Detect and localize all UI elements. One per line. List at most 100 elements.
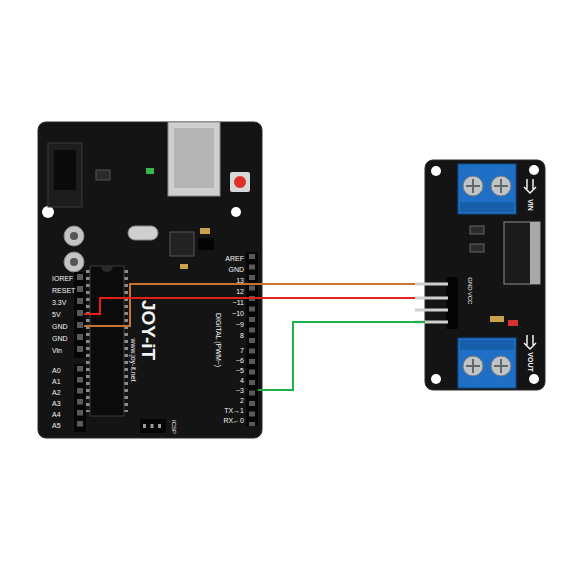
reset-button-base [230, 172, 250, 192]
pin-label: A5 [52, 422, 61, 429]
pin-label: 4 [240, 377, 244, 384]
header-title: ICSP [171, 420, 177, 434]
pin-label: ~6 [236, 357, 244, 364]
capacitor [64, 226, 84, 246]
icsp-pins [143, 424, 164, 428]
mosfet-module: VIN VOUT GND VCC [425, 160, 545, 390]
pin-label: A0 [52, 367, 61, 374]
edge-group [84, 284, 425, 390]
pin-label: 2 [240, 397, 244, 404]
screw-slot [466, 359, 508, 373]
smd-part [180, 264, 188, 269]
reset-button [234, 176, 246, 188]
chip-notch [101, 266, 113, 272]
pin-label: A4 [52, 411, 61, 418]
capacitor [64, 252, 84, 272]
direction-arrow [524, 179, 536, 193]
screw-terminal [458, 338, 516, 388]
mounting-hole [529, 374, 539, 384]
mounting-hole [431, 166, 441, 176]
mosfet-tab [530, 222, 540, 284]
pin-label: RESET [52, 287, 75, 294]
mounting-hole [42, 206, 54, 218]
dc-jack [48, 143, 82, 207]
pin-label: A2 [52, 389, 61, 396]
terminal-base [460, 340, 514, 350]
module-body [425, 160, 545, 390]
pin-label: Vin [52, 347, 62, 354]
header-title: DIGITAL (PWM~) [215, 313, 222, 367]
mosfet [504, 222, 540, 284]
pin-label: GND [52, 335, 68, 342]
usb-port-face [174, 128, 214, 188]
pin-label-box: GND [44, 320, 84, 332]
terminal-label: VIN [527, 199, 534, 211]
icsp-header [140, 419, 166, 433]
digital-header [246, 252, 258, 426]
pin-label: ~5 [236, 367, 244, 374]
smd-part [490, 316, 504, 322]
pin-label: ~11 [233, 299, 244, 306]
regulator [96, 170, 110, 180]
pin-label-box: 5V [44, 308, 84, 320]
pin-label: ~3 [236, 387, 244, 394]
usb-port [168, 122, 220, 196]
led [508, 320, 518, 326]
terminal-base [460, 202, 514, 212]
pin-label: TX→1 [224, 407, 244, 414]
smd-part [200, 228, 210, 234]
pin-label-box: ~3 [222, 384, 258, 396]
pin-label: GND [228, 266, 244, 273]
module-pin-box: GND [415, 278, 478, 290]
pin-label: RX←0 [223, 417, 244, 424]
pin-label: 5V [52, 311, 61, 318]
brand-url: www.joy-it.net [130, 338, 137, 381]
pin-label: 12 [236, 288, 244, 295]
pin-label: 13 [236, 277, 244, 284]
mounting-hole [231, 207, 241, 217]
header-pin [415, 309, 448, 312]
pin-label: 3.3V [52, 299, 66, 306]
pin-label: 8 [240, 332, 244, 339]
jumper-wire [258, 322, 425, 390]
microcontroller [90, 266, 124, 416]
pin-label: GND [467, 277, 473, 290]
header-pin [415, 297, 448, 300]
pin-label: VCC [467, 292, 473, 305]
mounting-hole [431, 374, 441, 384]
pin-label: GND [52, 323, 68, 330]
chip-pins [124, 270, 128, 412]
pin-label: A3 [52, 400, 61, 407]
module-pin-box: VCC [415, 292, 478, 304]
dc-jack-socket [54, 150, 76, 190]
crystal [128, 226, 158, 240]
terminal-label: VOUT [527, 352, 534, 371]
pin-label: ~10 [232, 310, 244, 317]
analog-header [74, 364, 86, 432]
header-holes [77, 366, 83, 430]
capacitor-top [70, 232, 78, 240]
led [146, 168, 154, 174]
board-body [38, 122, 262, 438]
pin-label: AREF [225, 255, 244, 262]
pin-label: A1 [52, 378, 61, 385]
resistor [470, 244, 484, 252]
jumper-wire [84, 284, 415, 326]
header-holes [77, 274, 83, 356]
mounting-hole [529, 165, 539, 175]
pin-label: 7 [240, 347, 244, 354]
pin-label: ~9 [236, 321, 244, 328]
header-holes [249, 254, 255, 426]
resistor [470, 226, 484, 234]
usb-chip [170, 232, 194, 256]
brand-logo: JOY-iT [139, 300, 158, 360]
pin-label: IOREF [52, 275, 73, 282]
chip-pins [86, 270, 90, 412]
small-header [198, 238, 214, 250]
direction-arrow [524, 335, 536, 349]
